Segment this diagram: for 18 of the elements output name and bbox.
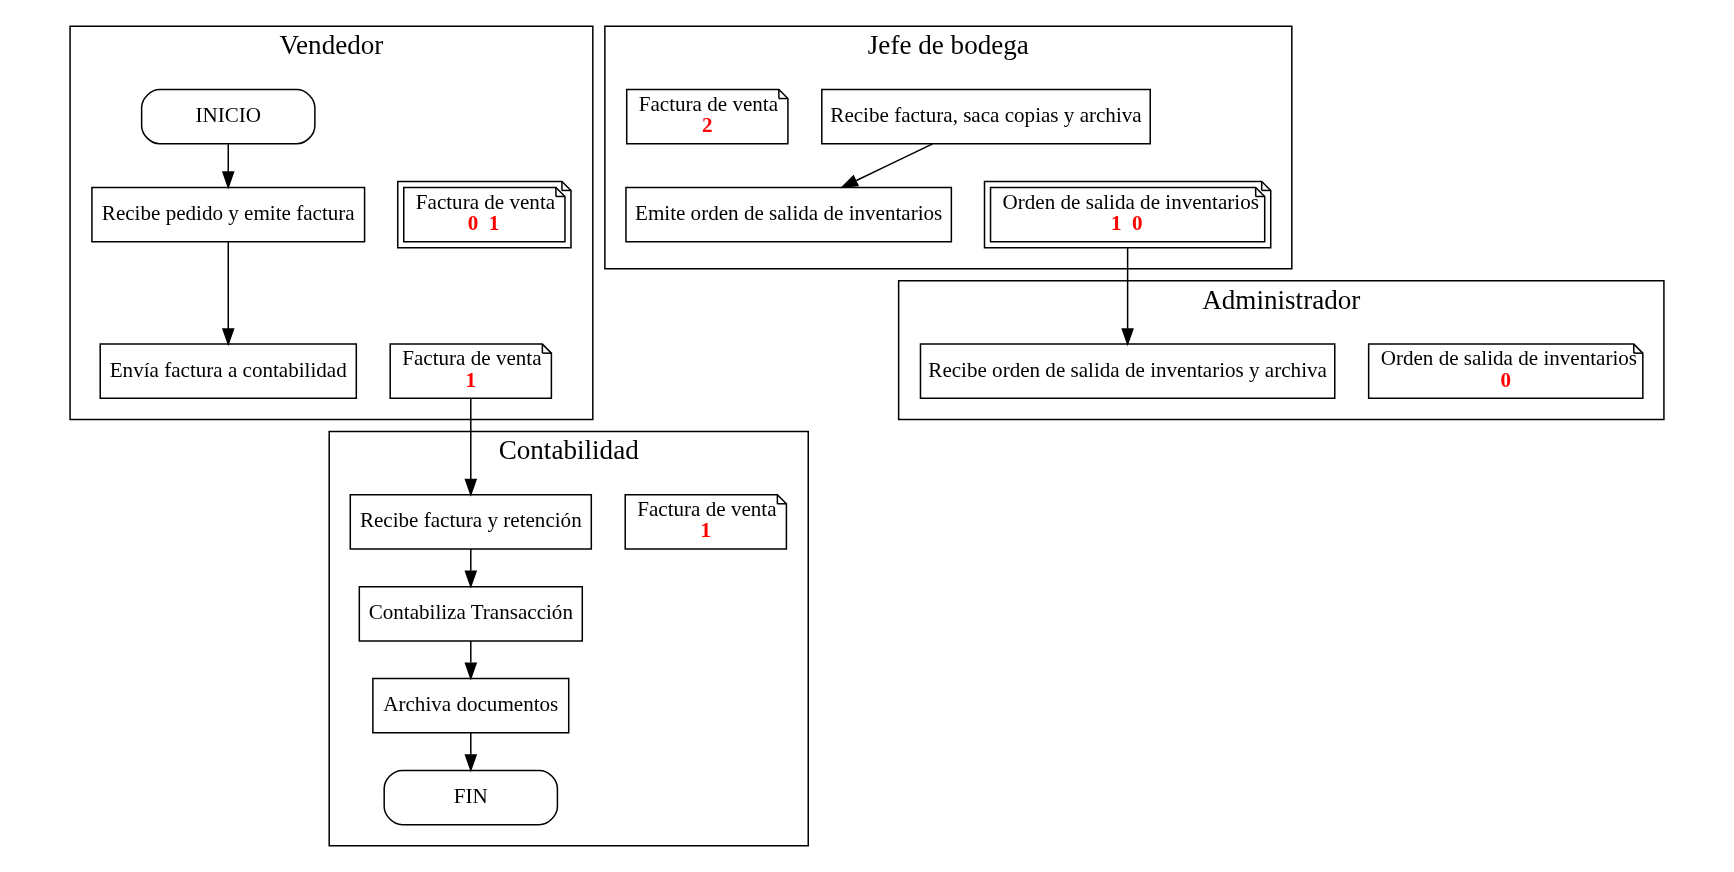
node-box: Recibe factura, saca copias y archiva (821, 88, 1151, 145)
arrow (221, 241, 235, 347)
node-box: Archiva documentos (372, 677, 570, 734)
arrow (464, 397, 478, 497)
node-box: Recibe pedido y emite factura (91, 186, 366, 243)
node-box: Recibe orden de salida de inventarios y archiva (919, 343, 1336, 400)
arrow (464, 640, 478, 681)
node-box: Envía factura a contabilidad (99, 343, 358, 400)
arrow (840, 143, 934, 189)
arrow (1121, 247, 1134, 347)
arrow (464, 732, 478, 773)
node-box: Contabiliza Transacción (358, 585, 584, 642)
node-box: Emite orden de salida de inventarios (625, 186, 953, 243)
node-box: INICIO (140, 88, 316, 145)
node-box: FIN (383, 769, 559, 826)
node-box: Recibe factura y retención (349, 494, 593, 550)
arrow (221, 143, 235, 190)
arrow (464, 548, 478, 589)
